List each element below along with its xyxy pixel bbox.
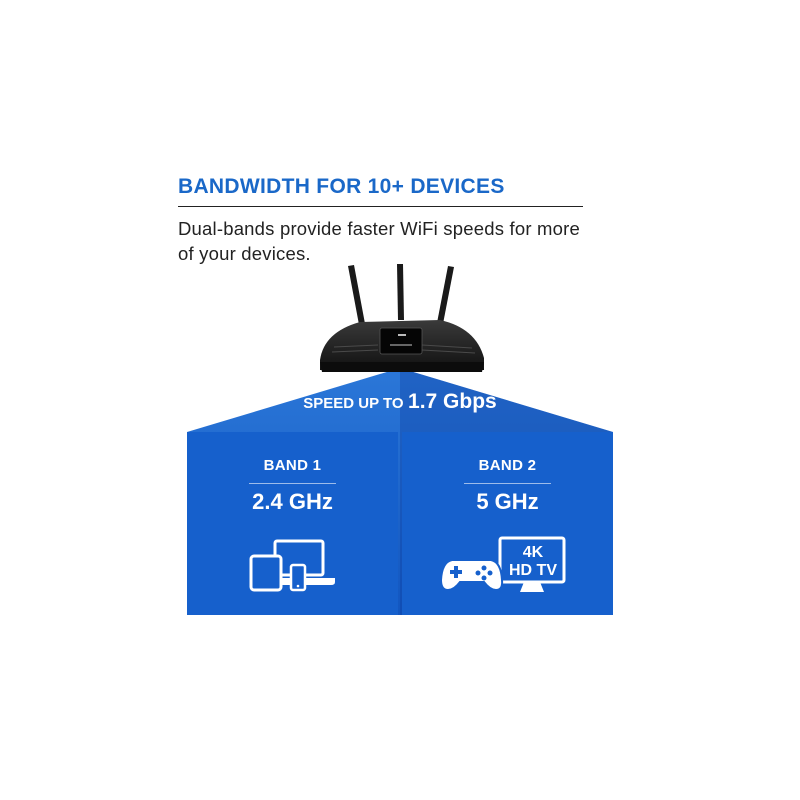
tv-hdtv-text: HD TV	[509, 562, 557, 579]
headline: BANDWIDTH FOR 10+ DEVICES	[178, 175, 505, 198]
band-label: BAND 2	[478, 457, 537, 474]
speed-prefix: SPEED UP TO	[303, 395, 404, 412]
tv-4k-text: 4K	[523, 544, 544, 561]
band-frequency: 5 GHz	[476, 489, 539, 514]
gaming-tv-icon: 4K HD TV	[439, 536, 566, 592]
band-1-panel: BAND 1 2.4 GHz	[187, 432, 398, 615]
band-divider	[464, 483, 551, 484]
devices-icon	[249, 539, 335, 592]
description: Dual-bands provide faster WiFi speeds fo…	[178, 218, 580, 264]
band-divider	[249, 483, 336, 484]
band-label: BAND 1	[263, 457, 322, 474]
headline-divider	[178, 206, 583, 207]
speed-caption: SPEED UP TO 1.7 Gbps	[0, 390, 800, 414]
speed-value: 1.7 Gbps	[408, 390, 497, 413]
router-image	[320, 264, 484, 372]
band-2-panel: BAND 2 5 GHz 4K HD TV	[402, 432, 613, 615]
band-frequency: 2.4 GHz	[252, 489, 333, 514]
